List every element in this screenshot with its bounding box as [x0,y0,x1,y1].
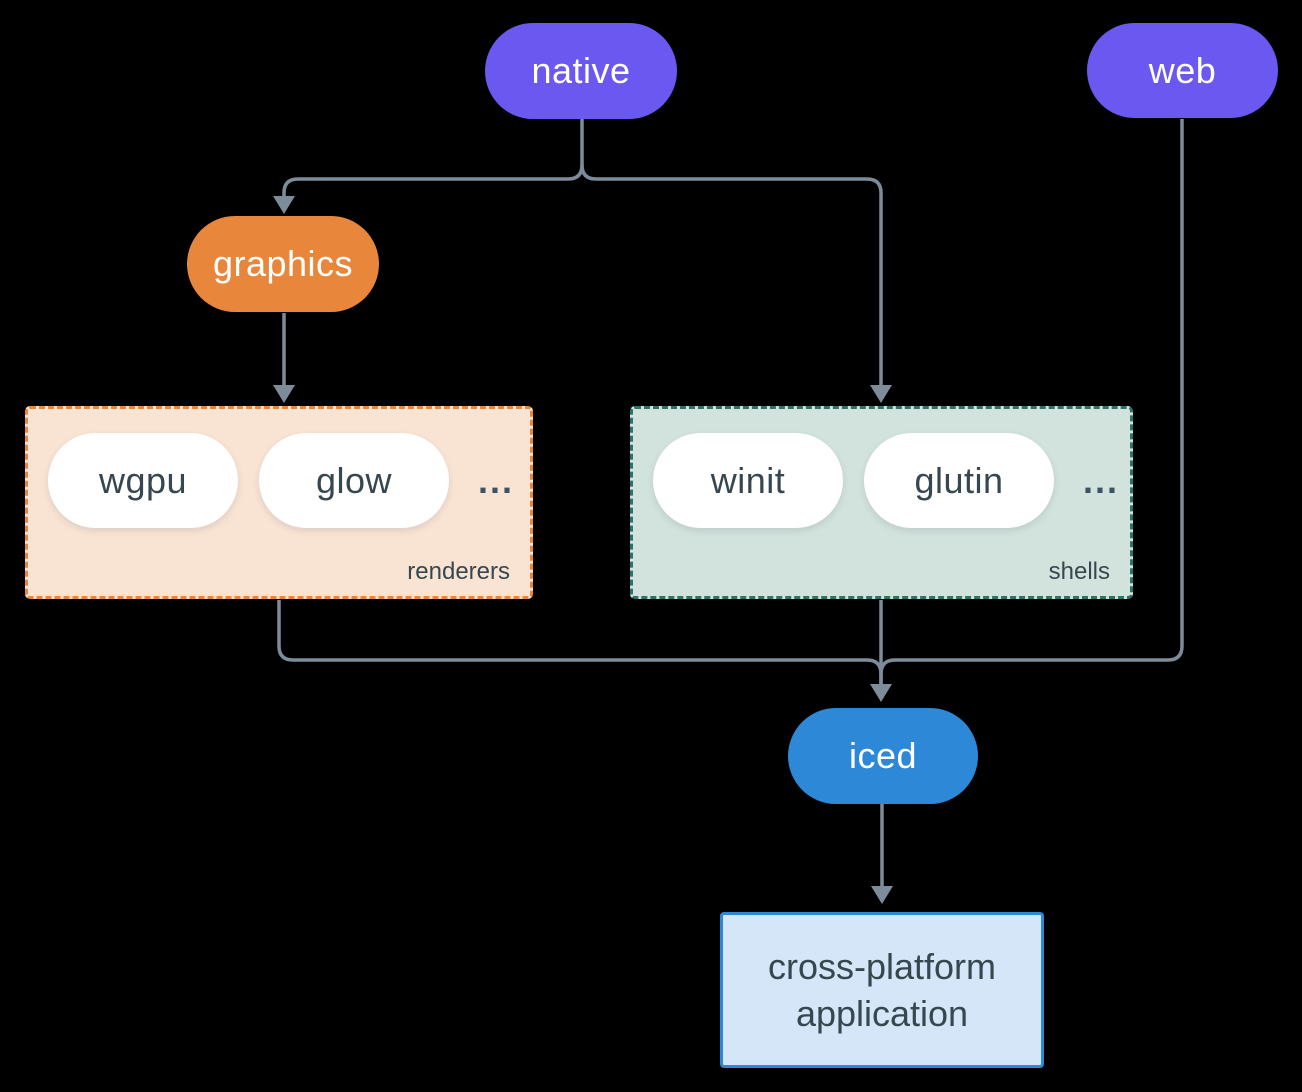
arrowhead-renderers [273,385,295,403]
renderers-ellipsis: ... [478,459,515,501]
arrowhead-application [871,886,893,904]
edge-native-graphics [282,164,584,196]
shells-ellipsis: ... [1083,459,1120,501]
node-native: native [485,23,677,119]
group-shells: winit glutin ... shells [630,406,1133,599]
node-graphics: graphics [187,216,379,312]
node-glutin: glutin [864,433,1054,528]
application-label-line1: cross-platform [767,946,997,987]
node-wgpu: wgpu [48,433,238,528]
edge-renderers-iced [277,600,883,675]
node-iced: iced [788,708,978,804]
node-winit: winit [653,433,843,528]
group-renderers: wgpu glow ... renderers [25,406,533,599]
node-web: web [1087,23,1278,118]
arrowhead-shells [870,385,892,403]
node-glow: glow [259,433,449,528]
edge-native-shells [580,164,883,385]
edge-web-iced [879,119,1184,675]
arrowhead-iced [870,684,892,702]
shells-items-row: winit glutin ... [653,433,1119,528]
shells-group-label: shells [1048,558,1110,585]
node-cross-platform-application: cross-platform application [720,912,1044,1068]
application-label-line2: application [795,993,969,1034]
arrowhead-graphics [273,196,295,214]
renderers-group-label: renderers [407,558,510,585]
renderers-items-row: wgpu glow ... [48,433,514,528]
